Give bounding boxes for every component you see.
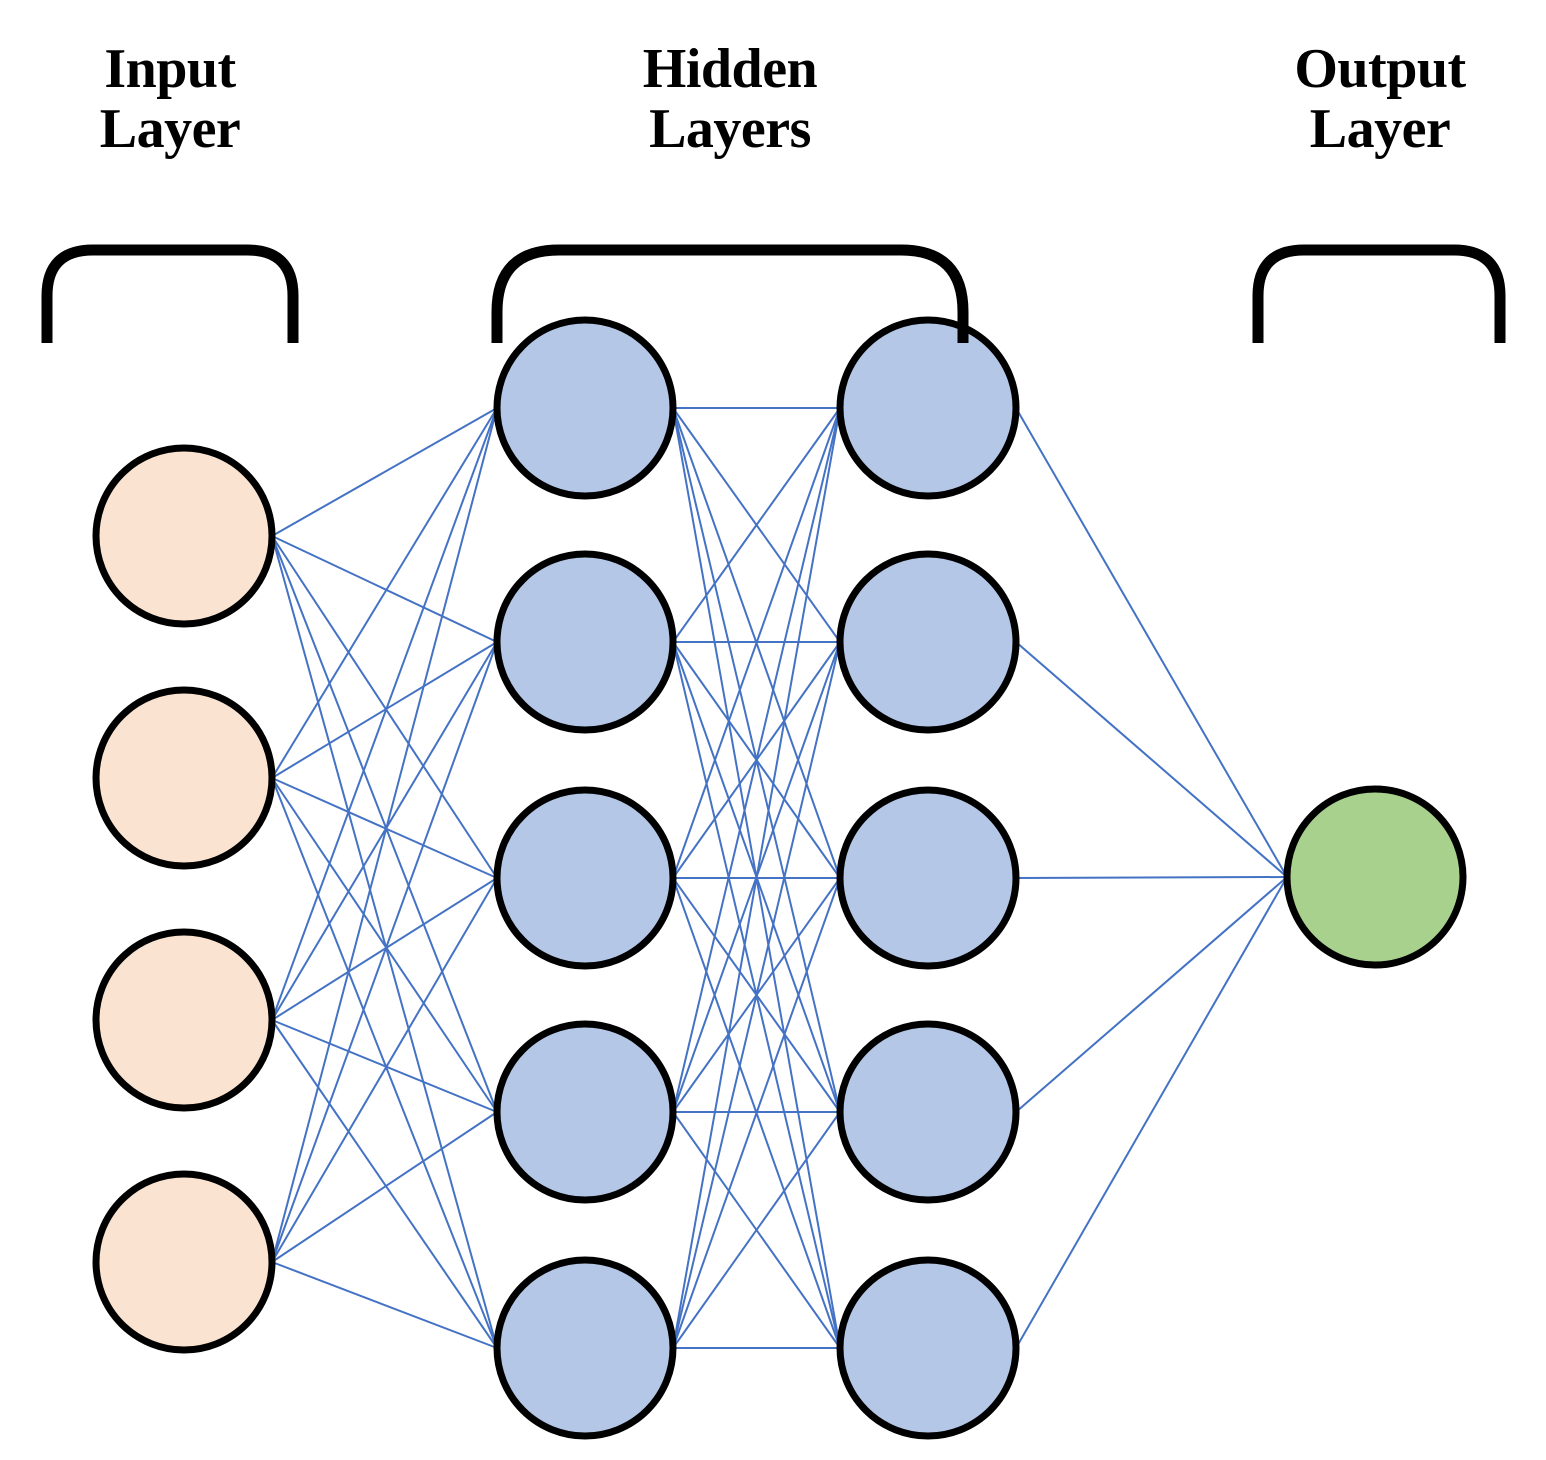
neuron-node-hidden-2-4[interactable] <box>836 1020 1020 1204</box>
connection-edge <box>672 407 841 1349</box>
neuron-node-hidden-1-5[interactable] <box>493 1256 677 1440</box>
connection-edge <box>271 641 498 779</box>
hidden-layers-bracket <box>491 244 969 343</box>
input-layer-label: Input Layer <box>99 38 241 160</box>
connection-edge <box>672 877 841 1349</box>
layer-brackets <box>41 244 1506 343</box>
connection-edge <box>271 777 498 1349</box>
neuron-node-input-3[interactable] <box>92 928 276 1112</box>
connection-edge <box>271 1111 498 1263</box>
connection-edges <box>271 407 1288 1349</box>
neuron-node-input-1[interactable] <box>92 444 276 628</box>
connection-edge <box>271 641 498 1021</box>
neuron-node-hidden-1-3[interactable] <box>493 786 677 970</box>
connection-edge <box>1015 876 1288 879</box>
connection-edge <box>672 641 841 1349</box>
neuron-node-hidden-1-4[interactable] <box>493 1020 677 1204</box>
connection-edge <box>271 877 498 1021</box>
neuron-node-hidden-2-1[interactable] <box>836 316 1020 500</box>
input-layer-bracket <box>41 244 299 343</box>
neuron-node-hidden-2-2[interactable] <box>836 550 1020 734</box>
connection-edge <box>672 407 841 643</box>
connection-edge <box>271 777 498 1113</box>
output-layer-label: Output Layer <box>1294 38 1466 160</box>
connection-edge <box>672 407 841 879</box>
connection-edge <box>672 1111 841 1349</box>
neuron-node-hidden-1-1[interactable] <box>493 316 677 500</box>
connection-edge <box>1015 876 1288 1113</box>
connection-edge <box>1015 876 1288 1349</box>
connection-edge <box>271 1019 498 1349</box>
neuron-nodes <box>92 316 1467 1440</box>
connection-edge <box>271 1019 498 1113</box>
neuron-node-hidden-2-3[interactable] <box>836 786 1020 970</box>
connection-edge <box>271 535 498 1113</box>
connection-edge <box>271 877 498 1263</box>
connection-edge <box>271 535 498 879</box>
neuron-node-hidden-2-5[interactable] <box>836 1256 1020 1440</box>
connection-edge <box>271 407 498 1263</box>
neuron-node-input-4[interactable] <box>92 1170 276 1354</box>
connection-edge <box>271 777 498 879</box>
output-layer-bracket <box>1252 244 1506 343</box>
neuron-node-output-1[interactable] <box>1283 785 1467 969</box>
connection-edge <box>271 641 498 1263</box>
connection-edge <box>271 407 498 1021</box>
connection-edge <box>271 1261 498 1349</box>
connection-edge <box>1015 407 1288 878</box>
neuron-node-input-2[interactable] <box>92 686 276 870</box>
connection-edge <box>271 407 498 537</box>
connection-edge <box>271 535 498 643</box>
hidden-layers-label: Hidden Layers <box>642 38 818 160</box>
connection-edge <box>271 535 498 1349</box>
connection-edge <box>1015 641 1288 878</box>
connection-edge <box>271 407 498 779</box>
neuron-node-hidden-1-2[interactable] <box>493 550 677 734</box>
connection-edge <box>672 407 841 1113</box>
